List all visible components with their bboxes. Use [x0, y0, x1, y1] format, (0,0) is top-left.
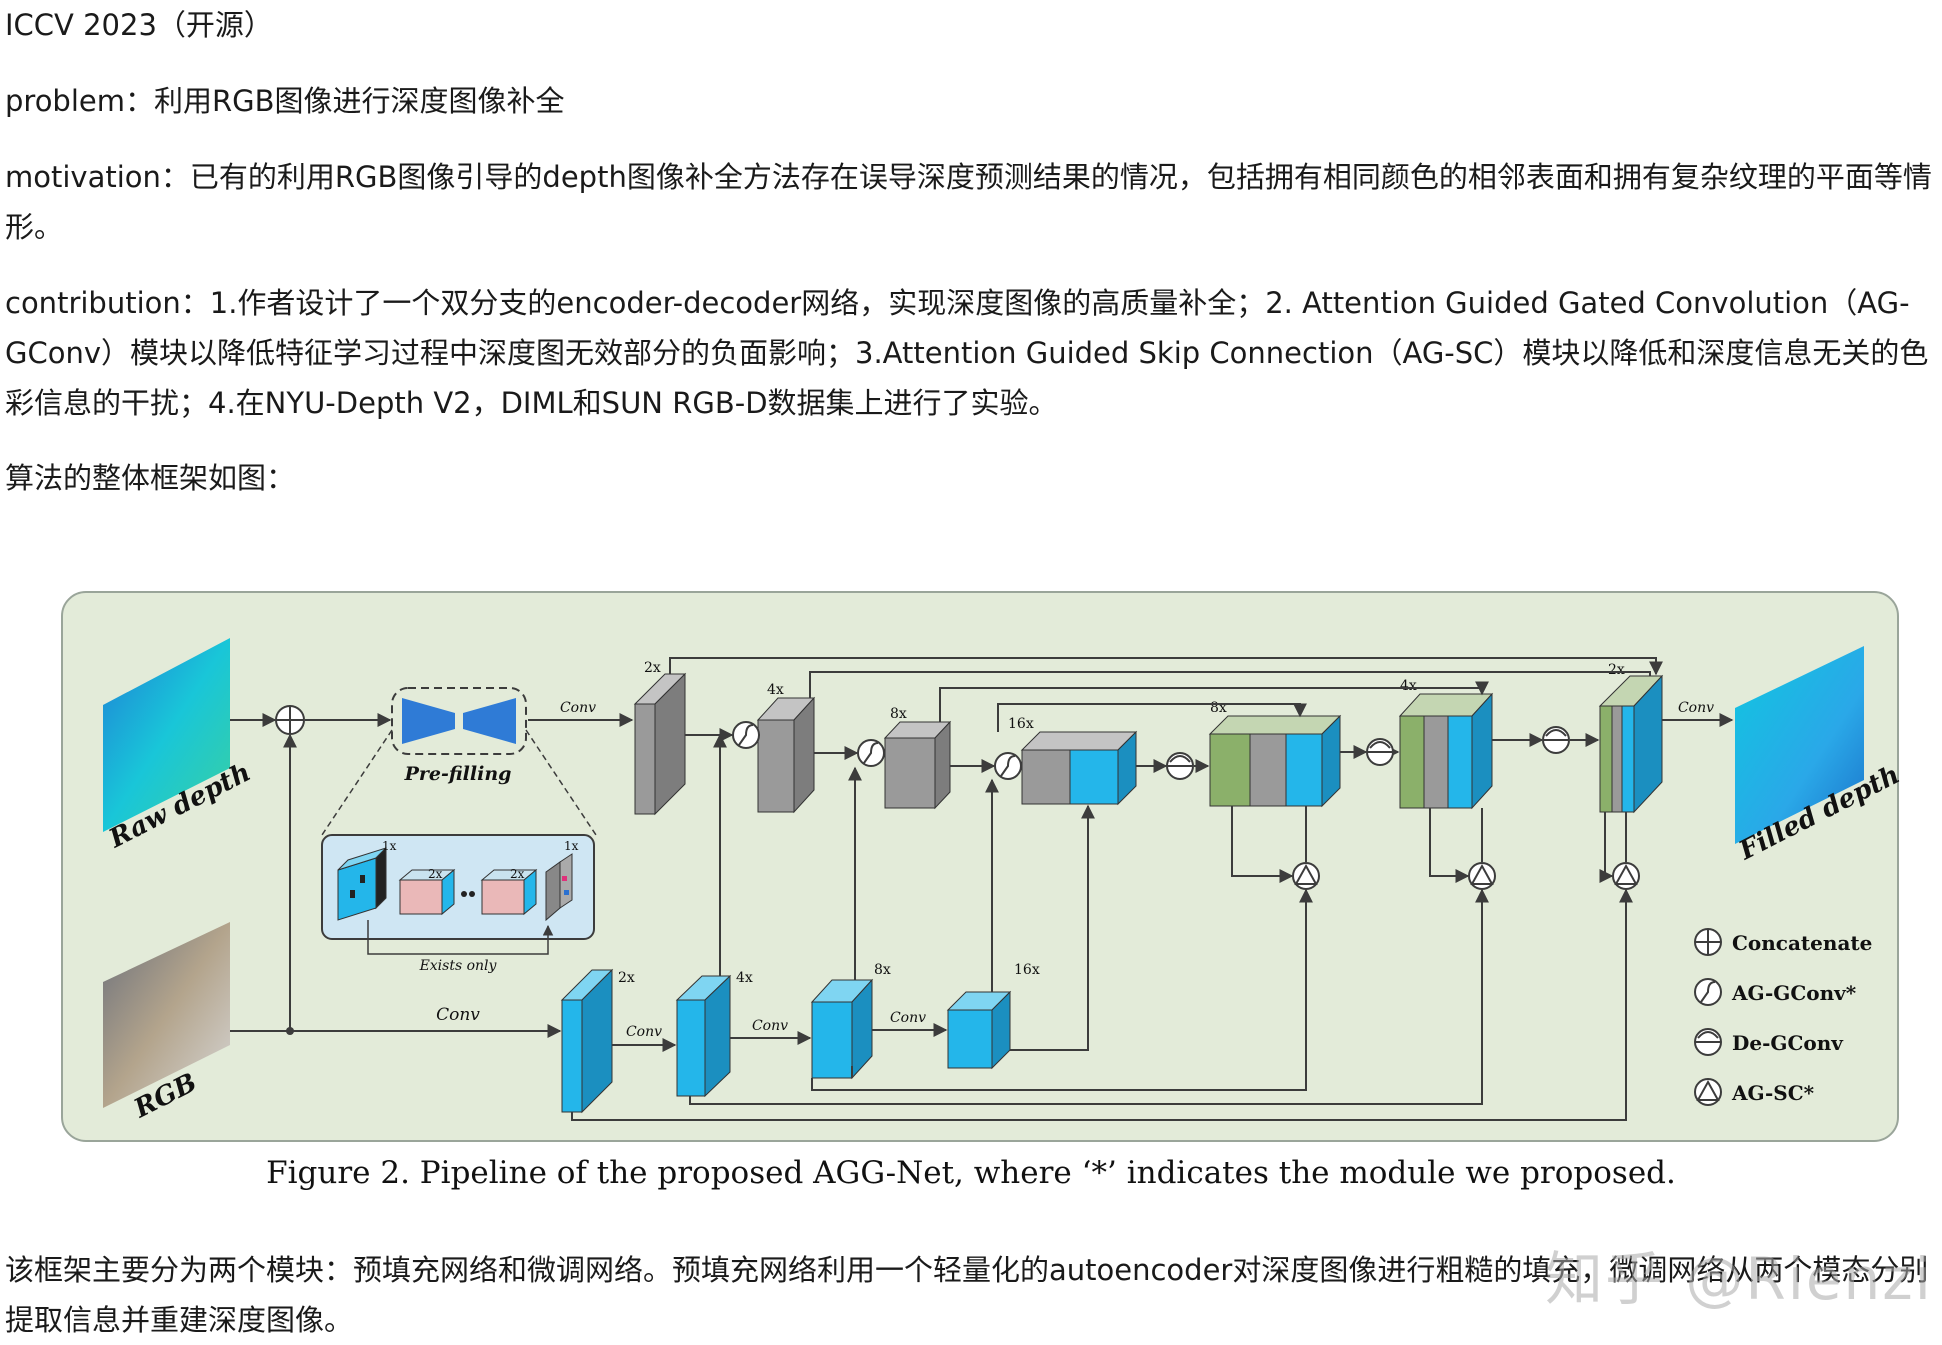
inset-scale-4: 1x [564, 839, 579, 853]
ag-sc-icon-2 [1468, 862, 1496, 890]
inset-scale-3: 2x [510, 867, 525, 881]
scale-depth-8x: 8x [890, 706, 907, 722]
scale-bottleneck: 16x [1008, 716, 1034, 732]
scale-rgb-16x: 16x [1014, 962, 1040, 978]
scale-depth-2x: 2x [644, 660, 661, 676]
decoder-4x [1398, 692, 1494, 810]
legend-de-gconv-icon [1694, 1028, 1722, 1056]
contribution-paragraph: contribution：1.作者设计了一个双分支的encoder-decode… [5, 286, 1929, 420]
conv-label-output: Conv [1678, 700, 1714, 716]
de-gconv-icon-2 [1366, 738, 1394, 766]
legend-ag-sc-icon [1694, 1078, 1722, 1106]
legend: Concatenate AG-GConv* De-GConv AG-SC* [1694, 928, 1872, 1106]
rgb-encoder-16x [946, 990, 1012, 1070]
scale-depth-4x: 4x [767, 682, 784, 698]
de-gconv-icon-3 [1542, 726, 1570, 754]
motivation-paragraph: motivation：已有的利用RGB图像引导的depth图像补全方法存在误导深… [5, 160, 1932, 244]
inset-block-3 [480, 868, 538, 916]
depth-encoder-2x [633, 672, 687, 816]
depth-encoder-4x [756, 696, 816, 814]
de-gconv-icon-1 [1166, 752, 1194, 780]
figure-caption: Figure 2. Pipeline of the proposed AGG-N… [266, 1155, 1676, 1191]
rgb-image [103, 922, 230, 1108]
inset-scale-2: 2x [428, 867, 443, 881]
conv-label-rgb-2: Conv [626, 1024, 662, 1040]
scale-decoder-8x: 8x [1210, 700, 1227, 716]
conv-label-rgb: Conv [436, 1005, 480, 1025]
legend-ag-sc: AG-SC* [1731, 1081, 1815, 1105]
conv-label-prefill: Conv [560, 700, 596, 716]
body-paragraph: 该框架主要分为两个模块：预填充网络和微调网络。预填充网络利用一个轻量化的auto… [5, 1253, 1929, 1337]
inset-block-1 [337, 846, 387, 921]
legend-concatenate: Concatenate [1732, 931, 1872, 955]
inset-block-2 [398, 868, 456, 916]
ag-gconv-icon-2 [857, 739, 885, 767]
scale-decoder-2x: 2x [1608, 662, 1625, 678]
ag-gconv-icon-3 [994, 752, 1022, 780]
inset-block-4 [545, 853, 573, 922]
filled-depth-image [1735, 646, 1864, 844]
conv-label-rgb-3: Conv [752, 1018, 788, 1034]
bottleneck-16x [1020, 730, 1138, 806]
scale-decoder-4x: 4x [1400, 678, 1417, 694]
legend-de-gconv: De-GConv [1732, 1031, 1844, 1055]
decoder-8x [1208, 714, 1342, 808]
decoder-2x [1598, 674, 1664, 814]
rgb-encoder-8x [810, 978, 874, 1080]
depth-encoder-8x [883, 720, 952, 810]
rgb-encoder-4x [675, 974, 732, 1098]
legend-concatenate-icon [1694, 928, 1722, 956]
scale-rgb-2x: 2x [618, 970, 635, 986]
legend-ag-gconv: AG-GConv* [1731, 981, 1857, 1005]
conv-label-rgb-4: Conv [890, 1010, 926, 1026]
zhihu-watermark: 知乎 @Rienzi [1545, 1245, 1933, 1313]
ag-sc-icon-3 [1612, 862, 1640, 890]
pre-filling-inset [321, 834, 595, 940]
inset-scale-1: 1x [382, 839, 397, 853]
raw-depth-image [103, 638, 230, 832]
legend-ag-gconv-icon [1694, 978, 1722, 1006]
pre-filling-label: Pre-filling [404, 763, 512, 785]
exists-only-label: Exists only [419, 958, 498, 974]
scale-rgb-4x: 4x [736, 970, 753, 986]
ag-sc-icon-1 [1292, 862, 1320, 890]
article-title: ICCV 2023（开源） [5, 8, 273, 42]
framework-intro: 算法的整体框架如图： [5, 461, 296, 495]
input-concat-icon [275, 705, 305, 735]
rgb-encoder-2x [560, 968, 614, 1114]
pre-filling-box [391, 687, 527, 755]
ag-gconv-icon-1 [732, 721, 760, 749]
problem-paragraph: problem：利用RGB图像进行深度图像补全 [5, 84, 565, 118]
pipeline-figure: Raw depth RGB Filled depth Pre-filling C… [61, 591, 1900, 1142]
scale-rgb-8x: 8x [874, 962, 891, 978]
